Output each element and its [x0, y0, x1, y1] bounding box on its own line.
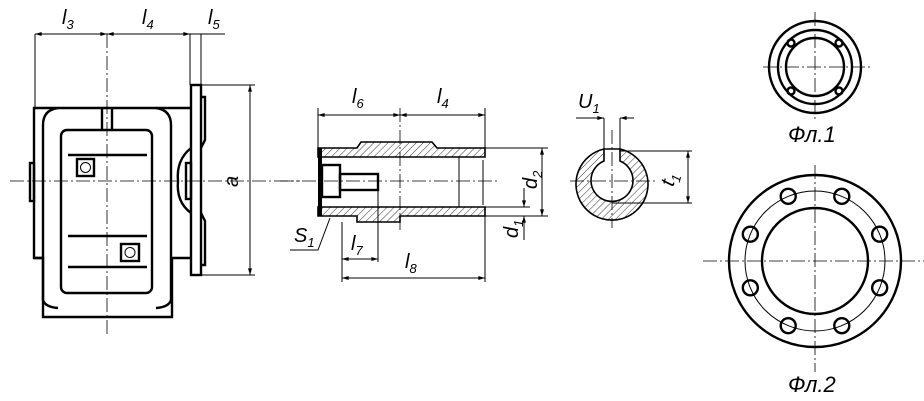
flange	[189, 83, 203, 277]
left-knob	[28, 161, 36, 203]
housing-base	[34, 256, 192, 319]
housing-frame	[41, 106, 173, 310]
flange-1-view: Фл.1	[763, 12, 870, 147]
bolt-icon	[119, 242, 141, 263]
label-l4: l4	[437, 86, 449, 111]
label-l5: l5	[208, 7, 220, 32]
label-l6: l6	[352, 86, 364, 111]
bolt-hole	[779, 187, 797, 206]
label-l3: l3	[62, 7, 74, 32]
label-l4: l4	[142, 7, 154, 32]
label-fl1: Фл.1	[788, 122, 836, 147]
bolt-pin	[338, 172, 380, 192]
flange-2-view: Фл.2	[703, 165, 924, 397]
label-s1: S1	[294, 225, 315, 250]
label-d2: d2	[520, 170, 545, 189]
label-d1: d1	[501, 220, 526, 238]
shaft-wall-bottom	[317, 206, 486, 223]
label-l8: l8	[405, 251, 417, 276]
bolt-icon	[75, 157, 96, 178]
end-cap	[318, 148, 322, 216]
bolt-hole	[833, 316, 851, 335]
label-t1: t1	[657, 170, 684, 189]
cover-panel	[59, 128, 154, 295]
bolt-hole	[870, 279, 889, 297]
label-fl2: Фл.2	[788, 372, 836, 397]
hollow-shaft-section: l6 l4 d2 d1 l7 l8 S1	[280, 86, 548, 282]
bolt-hole	[779, 316, 797, 335]
top-slot	[100, 108, 114, 130]
gearbox-view: l3 l4 l5 a	[10, 7, 300, 337]
bolt-hole	[833, 187, 851, 206]
keyway-section: U1 t1	[570, 91, 692, 228]
label-a: a	[221, 176, 243, 187]
bolt-hole	[741, 279, 760, 297]
shaft-wall-top	[317, 141, 486, 158]
leader-s1	[290, 217, 331, 251]
flange-boss	[176, 147, 192, 214]
label-l7: l7	[351, 233, 363, 258]
label-u1: U1	[578, 91, 600, 116]
flange-2-bolt-holes	[741, 187, 889, 335]
flange-step	[199, 95, 207, 267]
bolt-hole	[870, 225, 889, 243]
bolt-hole	[741, 225, 760, 243]
